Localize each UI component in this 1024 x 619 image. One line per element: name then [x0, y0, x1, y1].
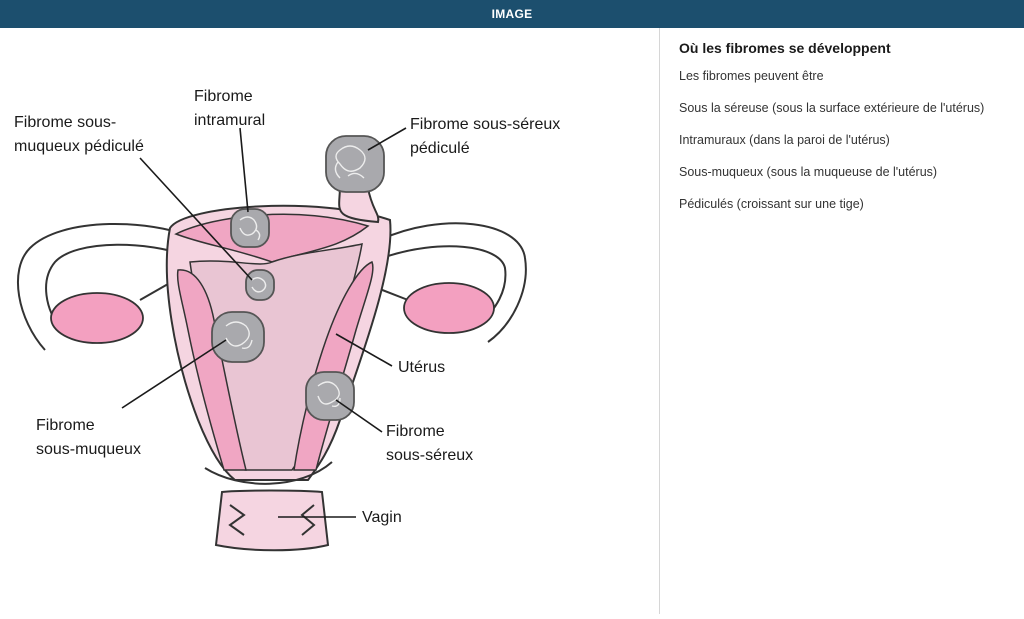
label-pedunculated-subserosal-2: pédiculé: [410, 140, 470, 157]
subserosal-stalk: [338, 184, 380, 224]
fibroid-pedunculated-subserosal: [325, 135, 385, 193]
header-title: IMAGE: [491, 7, 533, 21]
panel-item-subserosal: Sous la séreuse (sous la surface extérie…: [679, 101, 985, 115]
left-cavity: [176, 269, 247, 471]
vagina: [214, 489, 330, 552]
label-vagina: Vagin: [362, 509, 402, 526]
panel-intro: Les fibromes peuvent être: [679, 69, 824, 83]
panel-item-intramural: Intramuraux (dans la paroi de l'utérus): [679, 133, 890, 147]
cervix-edge: [204, 461, 333, 485]
fibroid-submucosal: [211, 311, 265, 363]
right-fallopian-tube: [379, 222, 527, 343]
fibroid-subserosal: [305, 371, 355, 421]
leader-pedunculated-subserosal: [367, 127, 407, 151]
label-uterus: Utérus: [398, 359, 445, 376]
panel-item-submucosal: Sous-muqueux (sous la muqueuse de l'utér…: [679, 165, 938, 179]
left-fallopian-tube-inner: [45, 243, 206, 331]
right-fallopian-tube-inner: [381, 245, 507, 326]
left-ovary: [50, 292, 144, 344]
label-submucosal-2: sous-muqueux: [36, 441, 141, 458]
header-bar: IMAGE: [0, 0, 1024, 28]
right-ovary: [403, 282, 495, 334]
label-pedunculated-subserosal-1: Fibrome sous-séreux: [410, 116, 560, 133]
label-pedunculated-submucosal-1: Fibrome sous-: [14, 114, 116, 131]
label-pedunculated-submucosal-2: muqueux pédiculé: [14, 138, 144, 155]
left-fallopian-tube: [17, 222, 216, 351]
right-cavity: [293, 261, 374, 471]
panel-item-pedunculated: Pédiculés (croissant sur une tige): [679, 197, 864, 211]
fibroid-intramural: [230, 208, 270, 248]
panel-divider: [659, 28, 660, 614]
info-panel: Où les fibromes se développent Les fibro…: [679, 40, 1024, 229]
leader-uterus: [335, 333, 393, 367]
leader-submucosal: [121, 339, 227, 409]
leader-intramural: [239, 127, 249, 213]
label-submucosal-1: Fibrome: [36, 417, 95, 434]
leader-pedunculated-submucosal: [139, 157, 253, 281]
panel-title: Où les fibromes se développent: [679, 40, 891, 56]
label-subserosal-1: Fibrome: [386, 423, 445, 440]
leader-subserosal: [335, 399, 383, 433]
label-subserosal-2: sous-séreux: [386, 447, 473, 464]
label-intramural-1: Fibrome: [194, 88, 253, 105]
fibroid-diagram: Fibrome sous- muqueux pédiculé Fibrome i…: [0, 28, 659, 614]
vagina-rugae: [228, 504, 316, 536]
label-intramural-2: intramural: [194, 112, 265, 129]
uterus-illustration: Fibrome sous- muqueux pédiculé Fibrome i…: [14, 88, 560, 552]
fibroid-pedunculated-submucosal: [245, 269, 275, 301]
